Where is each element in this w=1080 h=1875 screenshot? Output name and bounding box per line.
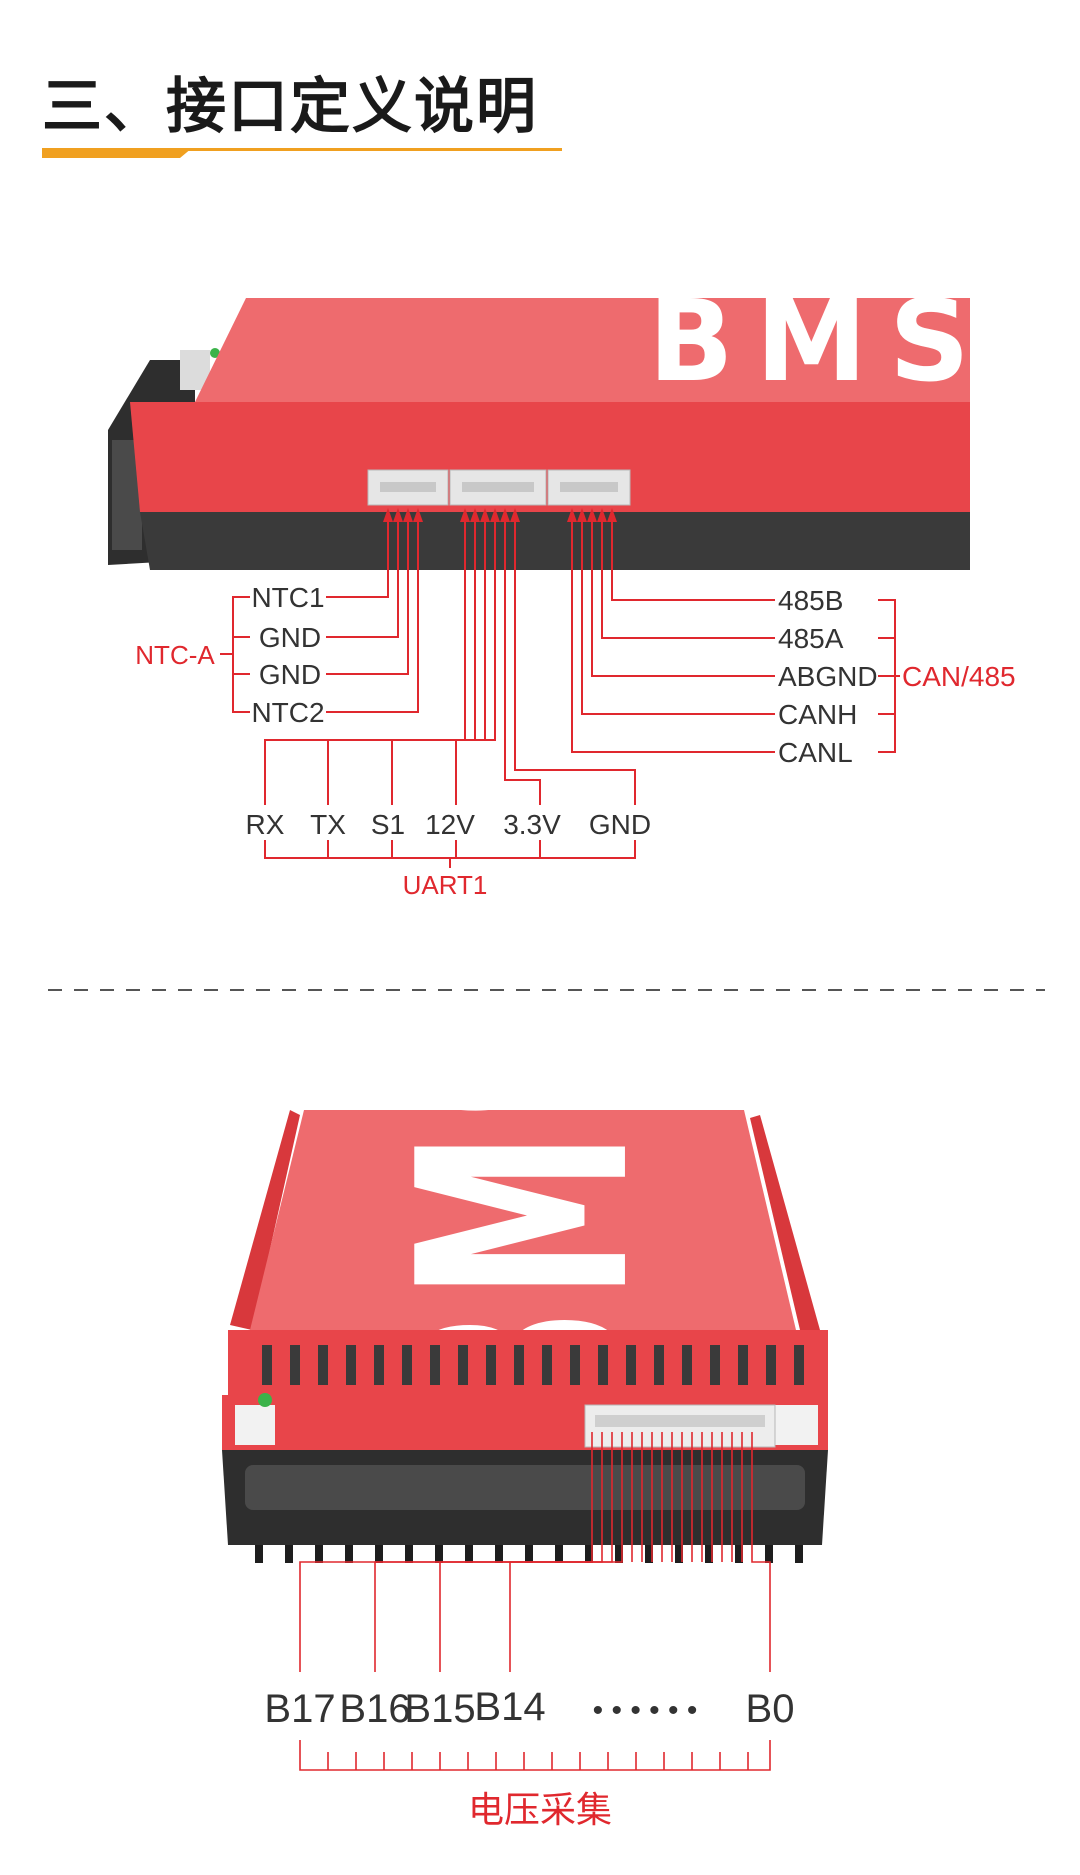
voltage-label-b16: B16 (339, 1687, 410, 1731)
ntc-pin-label: GND (259, 659, 321, 690)
heat-fins (262, 1345, 804, 1385)
uart-pin-label: S1 (371, 809, 405, 840)
ntc-group-label: NTC-A (135, 640, 215, 670)
top-arrowheads (383, 508, 617, 522)
bottom-wiring (299, 1432, 771, 1771)
can-pin-label: 485A (778, 623, 844, 654)
can-group-label: CAN/485 (902, 661, 1016, 692)
section-title: 三、接口定义说明 (42, 72, 538, 142)
can-pin-label: CANL (778, 737, 853, 768)
voltage-label-b0: B0 (746, 1687, 795, 1731)
uart-group-label: UART1 (403, 870, 488, 900)
top-connectors (367, 469, 631, 506)
voltage-label-b15: B15 (404, 1687, 475, 1731)
voltage-label-b14: B14 (474, 1685, 545, 1729)
uart-labels: RX TX S1 12V 3.3V GND (246, 809, 652, 840)
bottom-bms-board: BMS (222, 992, 828, 1563)
can-pin-label: CANH (778, 699, 857, 730)
can-pin-label: 485B (778, 585, 843, 616)
ntc-pin-label: GND (259, 622, 321, 653)
voltage-label-dots: • • • • • • (593, 1694, 698, 1727)
uart-pin-label: RX (246, 809, 285, 840)
voltage-label-b17: B17 (264, 1687, 335, 1731)
top-board-logo: BMS (648, 277, 991, 407)
can-labels: 485B 485A ABGND CANH CANL (778, 585, 878, 768)
uart-pin-label: 3.3V (503, 809, 561, 840)
ntc-pin-label: NTC2 (251, 697, 324, 728)
uart-pin-label: TX (310, 809, 346, 840)
uart-pin-label: 12V (425, 809, 475, 840)
ntc-labels: NTC1 GND GND NTC2 (251, 582, 324, 728)
top-wiring (220, 520, 900, 868)
top-bms-board: BMS (108, 277, 991, 570)
title-underline (42, 148, 562, 158)
voltage-group-label: 电压采集 (468, 1790, 612, 1831)
can-pin-label: ABGND (778, 661, 878, 692)
voltage-labels: B17 B16 B15 B14 • • • • • • B0 (264, 1685, 794, 1731)
uart-pin-label: GND (589, 809, 651, 840)
ntc-pin-label: NTC1 (251, 582, 324, 613)
